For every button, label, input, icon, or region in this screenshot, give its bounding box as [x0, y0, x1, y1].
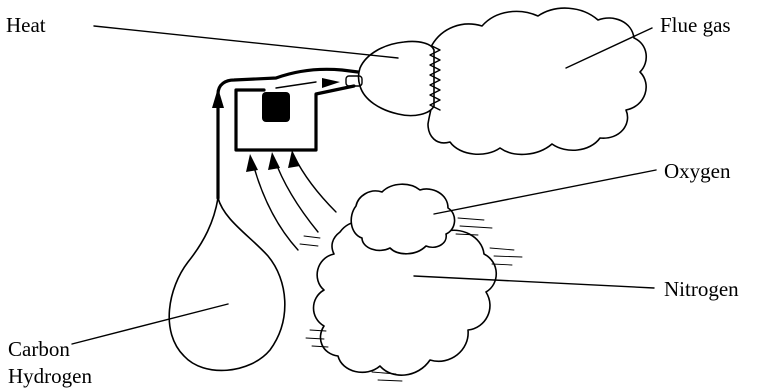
- nitrogen-label: Nitrogen: [664, 277, 739, 301]
- burner-box: [234, 84, 356, 152]
- air-flow-arrow-1: [251, 159, 299, 251]
- hydrogen-label: Hydrogen: [8, 364, 92, 388]
- burner-pipe-outer: [216, 67, 360, 200]
- nozzle-arrowhead: [322, 78, 340, 88]
- flue-gas-cloud: [427, 7, 647, 156]
- air-flow-arrowhead-3: [288, 150, 300, 168]
- carbon-label: Carbon: [8, 337, 70, 361]
- flue-gas-label: Flue gas: [660, 13, 731, 37]
- heat-leader-line: [93, 25, 399, 59]
- oxygen-label: Oxygen: [664, 159, 731, 183]
- nitrogen-leader-line: [413, 275, 655, 289]
- fuel-flow-arrowhead: [212, 88, 224, 108]
- fuel-balloon: [168, 197, 286, 372]
- oxygen-leader-line: [433, 169, 657, 215]
- motion-hatching: [299, 217, 523, 382]
- heat-label: Heat: [6, 13, 46, 37]
- air-flow-arrow-3: [293, 155, 337, 213]
- flue-gas-leader-line: [565, 27, 653, 69]
- air-flow-arrowhead-1: [246, 154, 258, 172]
- air-flow-arrow-2: [273, 157, 319, 233]
- oxygen-cloud: [350, 183, 456, 255]
- flame-zigzag: [429, 45, 441, 111]
- mixing-chamber: [262, 92, 290, 122]
- burner-inner-line: [275, 81, 317, 89]
- flame-shape: [357, 40, 435, 117]
- burner-nozzle: [345, 75, 363, 87]
- fuel-leader-line: [71, 303, 229, 345]
- air-flow-arrowhead-2: [268, 152, 280, 170]
